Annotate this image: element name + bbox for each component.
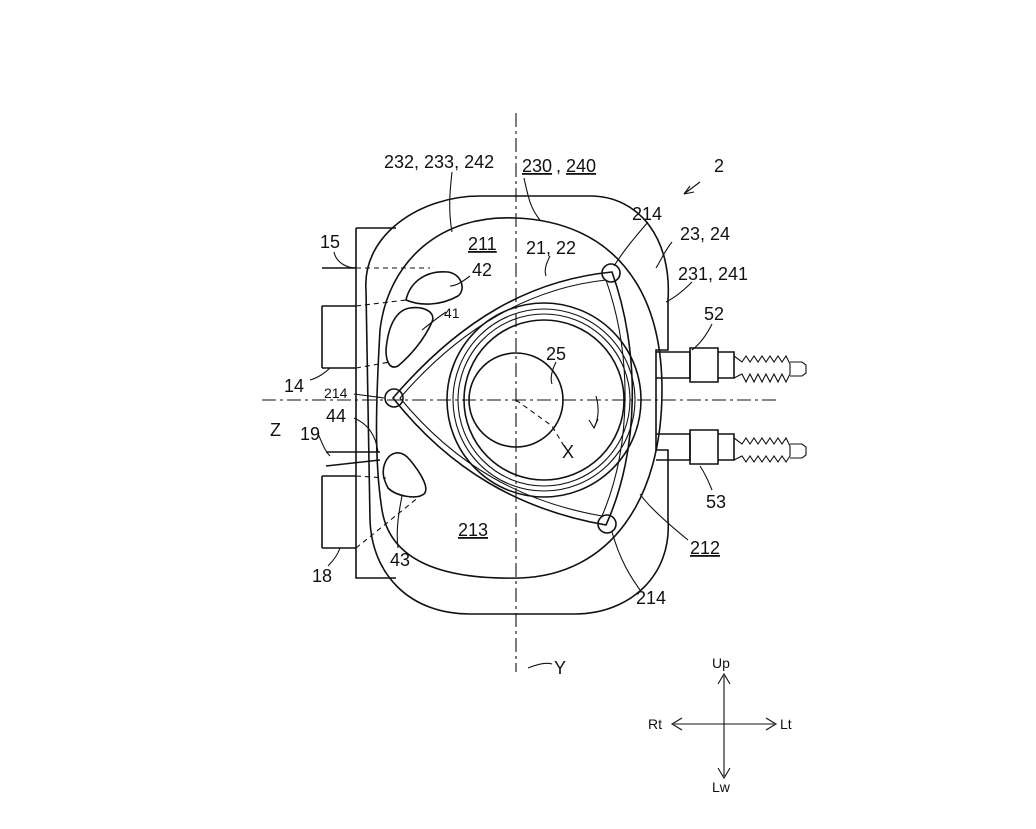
label-232-233-242: 232, 233, 242 bbox=[384, 152, 494, 172]
label-23-24: 23, 24 bbox=[680, 224, 730, 244]
intake-pipe-14 bbox=[321, 306, 391, 369]
trochoid-inner-surface bbox=[375, 217, 663, 579]
label-214-bottom: 214 bbox=[636, 588, 666, 608]
label-X: X bbox=[562, 442, 574, 462]
label-44: 44 bbox=[326, 406, 346, 426]
side-plate bbox=[355, 227, 396, 579]
exhaust-pipe-18 bbox=[321, 475, 421, 549]
rotation-arrowhead bbox=[588, 418, 599, 430]
label-19: 19 bbox=[300, 424, 320, 444]
label-2: 2 bbox=[714, 156, 724, 176]
apex-seal-left bbox=[384, 388, 404, 408]
port-41 bbox=[385, 306, 434, 368]
label-213: 213 bbox=[458, 520, 488, 540]
spark-plug-53 bbox=[656, 429, 807, 465]
compass-right-label: Lt bbox=[780, 716, 792, 732]
apex-seal-top bbox=[601, 263, 621, 283]
outer-housing bbox=[365, 195, 670, 615]
label-25: 25 bbox=[546, 344, 566, 364]
label-21-22: 21, 22 bbox=[526, 238, 576, 258]
label-53: 53 bbox=[706, 492, 726, 512]
intake-pipe-15 bbox=[322, 267, 430, 307]
port-42 bbox=[405, 271, 463, 305]
label-14: 14 bbox=[284, 376, 304, 396]
label-231-241: 231, 241 bbox=[678, 264, 748, 284]
label-Z: Z bbox=[270, 420, 281, 440]
apex-seal-bottom bbox=[597, 514, 617, 534]
label-212: 212 bbox=[690, 538, 720, 558]
pipe-19 bbox=[325, 451, 381, 467]
leader-lines bbox=[309, 171, 713, 669]
label-240: 240 bbox=[566, 156, 596, 176]
port-43 bbox=[382, 452, 427, 498]
compass-left-label: Rt bbox=[648, 716, 662, 732]
label-Y: Y bbox=[554, 658, 566, 678]
compass-up-label: Up bbox=[712, 655, 730, 671]
label-18: 18 bbox=[312, 566, 332, 586]
label-15: 15 bbox=[320, 232, 340, 252]
label-43: 43 bbox=[390, 550, 410, 570]
label-214-top: 214 bbox=[632, 204, 662, 224]
spark-plug-52 bbox=[656, 347, 807, 384]
compass-down-label: Lw bbox=[712, 779, 731, 795]
rotor-ring-2 bbox=[452, 308, 636, 492]
label-211: 211 bbox=[468, 234, 497, 254]
label-52: 52 bbox=[704, 304, 724, 324]
label-42: 42 bbox=[472, 260, 492, 280]
label-41: 41 bbox=[444, 305, 460, 321]
label-comma: , bbox=[556, 156, 561, 176]
label-230: 230 bbox=[522, 156, 552, 176]
label-214-left: 214 bbox=[324, 385, 348, 401]
direction-compass bbox=[670, 672, 778, 780]
